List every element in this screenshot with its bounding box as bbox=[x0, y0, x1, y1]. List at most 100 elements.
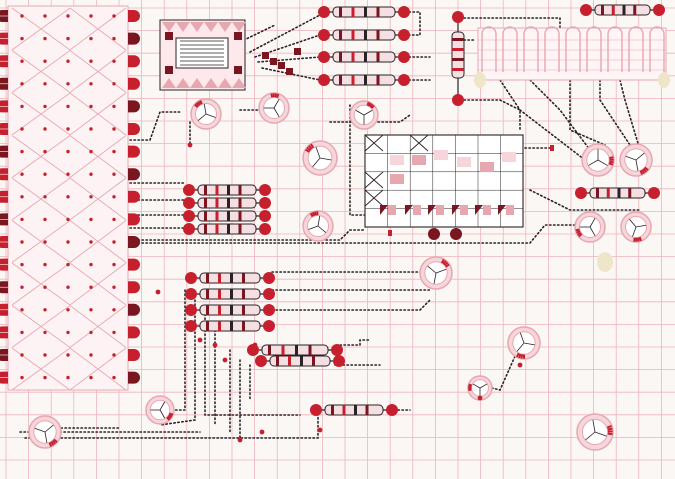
dial-tick bbox=[639, 170, 644, 175]
dial-spoke bbox=[592, 419, 596, 433]
trace bbox=[169, 289, 186, 411]
panel-dot bbox=[112, 195, 116, 199]
dial-spoke bbox=[273, 98, 280, 109]
resistor-band bbox=[218, 289, 221, 299]
resistor-band bbox=[596, 188, 599, 198]
ladder-block bbox=[474, 26, 670, 88]
resistor-band bbox=[452, 58, 464, 61]
panel-dot bbox=[112, 172, 116, 176]
matrix-led bbox=[428, 228, 440, 240]
resistor-band bbox=[364, 75, 367, 85]
matrix-flag bbox=[380, 205, 388, 215]
dial-tick bbox=[276, 93, 280, 98]
panel-dot bbox=[89, 308, 93, 312]
dial-spoke bbox=[205, 113, 216, 118]
chip-triangle bbox=[162, 22, 176, 32]
chip-triangle bbox=[190, 78, 204, 88]
resistor-band bbox=[242, 305, 245, 315]
dial-spoke bbox=[635, 152, 645, 161]
dial-tick bbox=[518, 353, 522, 359]
panel-dot bbox=[43, 36, 47, 41]
matrix-cell bbox=[412, 155, 426, 165]
solder-dot bbox=[187, 142, 193, 148]
resistor-band bbox=[331, 405, 334, 415]
dial-spoke bbox=[594, 431, 607, 437]
resistor bbox=[318, 29, 410, 41]
scatter-dots bbox=[155, 142, 613, 443]
chip-triangle bbox=[204, 22, 218, 32]
panel-dot bbox=[66, 240, 70, 244]
dial-tick bbox=[608, 162, 614, 166]
solder-dot bbox=[155, 289, 161, 295]
resistor bbox=[185, 320, 275, 332]
dial-spoke bbox=[315, 147, 321, 159]
resistor-band bbox=[606, 188, 610, 198]
resistor-band bbox=[288, 356, 291, 366]
matrix-flag-fill bbox=[388, 205, 396, 215]
panel-dot bbox=[43, 172, 47, 176]
resistor-band bbox=[276, 356, 279, 366]
pin-tab-right bbox=[128, 236, 140, 248]
resistor-band bbox=[339, 7, 342, 17]
panel-dot bbox=[66, 149, 70, 154]
panel-dot bbox=[66, 375, 70, 380]
resistor-pad bbox=[263, 272, 275, 284]
panel-dot bbox=[20, 330, 24, 335]
panel-dot bbox=[112, 149, 116, 154]
panel-dot bbox=[112, 308, 116, 312]
resistor-band bbox=[206, 273, 209, 283]
panel-dot bbox=[20, 217, 24, 222]
panel-dot bbox=[89, 172, 93, 176]
panel-dot bbox=[66, 104, 70, 109]
dial-spoke bbox=[44, 431, 48, 443]
chip-triangle bbox=[190, 22, 204, 32]
panel-dot bbox=[89, 59, 93, 63]
matrix-pin bbox=[550, 145, 554, 151]
panel-dot bbox=[112, 285, 116, 289]
trace bbox=[129, 111, 183, 141]
dial bbox=[419, 256, 453, 290]
dial-tick bbox=[167, 415, 172, 420]
dial-spoke bbox=[44, 424, 54, 433]
ladder-arch bbox=[565, 26, 581, 72]
dial-tick bbox=[168, 414, 173, 418]
matrix-cross bbox=[364, 189, 384, 207]
panel-dot bbox=[43, 262, 47, 267]
resistor bbox=[183, 210, 271, 222]
panel-dot bbox=[20, 14, 24, 18]
dial-tick bbox=[440, 258, 445, 264]
trace bbox=[204, 309, 301, 416]
panel-dot bbox=[112, 217, 116, 222]
dial-spoke bbox=[159, 409, 166, 419]
resistor-pad bbox=[310, 404, 322, 416]
trace bbox=[599, 79, 631, 146]
resistor bbox=[185, 304, 275, 316]
ladder-arch bbox=[544, 26, 560, 72]
panel-dot bbox=[112, 104, 116, 109]
resistor-band bbox=[227, 185, 230, 195]
ladder-arch bbox=[502, 26, 518, 72]
resistor bbox=[183, 184, 271, 196]
panel-dot bbox=[89, 127, 93, 131]
resistor-pad bbox=[333, 355, 345, 367]
solder-dot bbox=[222, 357, 228, 363]
resistor-band bbox=[351, 52, 355, 62]
trace bbox=[459, 17, 561, 31]
resistor-band bbox=[242, 273, 245, 283]
ladder-foot bbox=[474, 72, 486, 88]
dial-spoke bbox=[625, 155, 637, 161]
panel-dot bbox=[66, 14, 70, 18]
dial-tick bbox=[642, 168, 648, 173]
resistor-band bbox=[215, 224, 219, 234]
dial-spoke bbox=[203, 103, 207, 115]
panel-dot bbox=[89, 36, 93, 41]
dial bbox=[302, 210, 334, 242]
resistor-pad bbox=[263, 288, 275, 300]
ladder-arch bbox=[523, 26, 539, 72]
pin-tab-right bbox=[128, 371, 140, 384]
resistor-band bbox=[628, 188, 632, 198]
pin-tab-right bbox=[128, 349, 140, 361]
dial-spoke bbox=[433, 272, 437, 284]
pin-tab-right bbox=[128, 168, 140, 181]
